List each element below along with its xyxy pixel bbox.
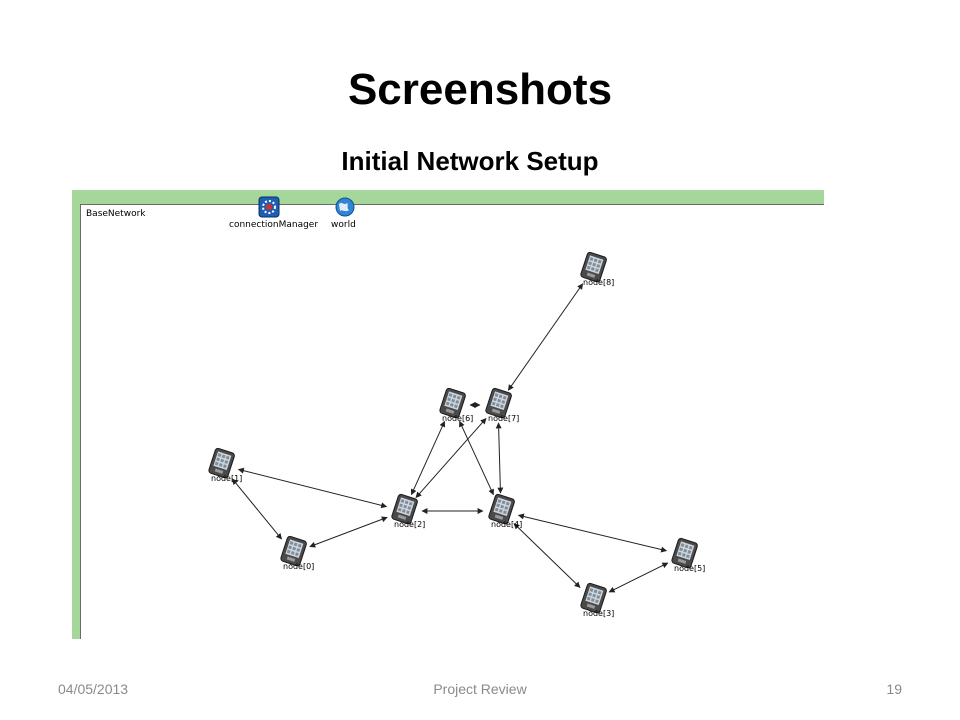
mobile-device-icon <box>485 387 512 419</box>
link-node1-node0 <box>232 478 282 540</box>
footer-title: Project Review <box>433 681 527 697</box>
network-node[interactable]: node[5] <box>671 537 705 573</box>
node-label: node[3] <box>583 609 614 618</box>
node-label: node[1] <box>211 474 242 483</box>
network-screenshot: BaseNetwork connectionManager world node… <box>72 190 824 639</box>
link-node6-node4 <box>459 420 494 496</box>
network-node[interactable]: node[4] <box>488 493 522 529</box>
network-node[interactable]: node[6] <box>439 387 473 423</box>
network-node[interactable]: node[3] <box>580 582 614 618</box>
network-node[interactable]: node[1] <box>208 447 242 483</box>
node-label: node[8] <box>583 278 614 287</box>
node-label: node[7] <box>488 414 519 423</box>
node-label: node[0] <box>283 562 314 571</box>
mobile-device-icon <box>208 447 235 479</box>
network-canvas: BaseNetwork connectionManager world node… <box>80 196 824 639</box>
link-node2-node7 <box>415 418 487 498</box>
node-label: node[5] <box>674 564 705 573</box>
mobile-device-icon <box>391 493 418 525</box>
link-node4-node3 <box>513 523 581 588</box>
mobile-device-icon <box>671 537 698 569</box>
connection-manager-label: connectionManager <box>229 220 319 230</box>
node-label: node[4] <box>491 520 522 529</box>
link-node1-node2 <box>237 467 388 509</box>
network-graph: node[0] node[1] node[2] node[3] node[4] node[… <box>208 251 705 618</box>
world-label: world <box>331 220 356 230</box>
mobile-device-icon <box>280 535 307 567</box>
link-node7-node4 <box>495 422 504 494</box>
network-node[interactable]: node[2] <box>391 493 425 529</box>
link-node3-node5 <box>608 562 669 593</box>
mobile-device-icon <box>580 582 607 614</box>
node-label: node[2] <box>394 520 425 529</box>
footer-date: 04/05/2013 <box>58 681 129 697</box>
link-node7-node8 <box>507 283 584 391</box>
footer-page-number: 19 <box>886 681 902 697</box>
slide-subtitle: Initial Network Setup <box>341 146 599 176</box>
network-node[interactable]: node[8] <box>580 251 614 287</box>
connection-manager-icon[interactable] <box>258 196 280 218</box>
node-label: node[6] <box>442 414 473 423</box>
network-node[interactable]: node[0] <box>280 535 314 571</box>
network-node[interactable]: node[7] <box>485 387 519 423</box>
link-node4-node5 <box>517 513 668 553</box>
globe-icon[interactable] <box>334 196 356 218</box>
slide-title: Screenshots <box>347 65 613 114</box>
network-name: BaseNetwork <box>86 209 146 219</box>
mobile-device-icon <box>439 387 466 419</box>
mobile-device-icon <box>488 493 515 525</box>
mobile-device-icon <box>580 251 607 283</box>
link-node0-node2 <box>309 516 388 548</box>
